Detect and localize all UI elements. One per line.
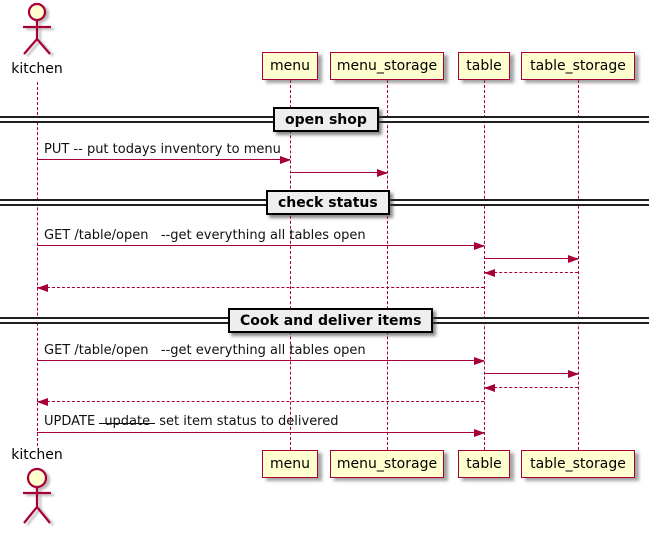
lifeline-kitchen [37, 82, 38, 446]
update-label-strikethrough: update [99, 415, 155, 429]
message-arrow-table-to-table-storage-1 [484, 258, 578, 259]
message-arrow-kitchen-to-table-1 [37, 245, 484, 246]
arrowhead-right-icon [474, 242, 485, 250]
message-arrow-kitchen-to-menu [37, 159, 290, 160]
message-arrow-table-to-table-storage-2 [484, 373, 578, 374]
actor-figure-bottom-icon [23, 467, 51, 524]
message-label-update-status: UPDATE update set item status to deliver… [44, 415, 339, 429]
message-arrow-kitchen-to-table-2 [37, 360, 484, 361]
divider-check-status: check status [266, 190, 390, 215]
divider-open-shop: open shop [273, 107, 379, 132]
message-label-get-tables-open-2: GET /table/open --get everything all tab… [44, 343, 366, 358]
return-arrow-table-storage-to-table-1 [484, 272, 578, 273]
participant-table-storage-bottom: table_storage [521, 450, 635, 478]
actor-label-kitchen-top: kitchen [11, 61, 63, 77]
arrowhead-left-icon [484, 384, 495, 392]
return-arrow-table-storage-to-table-2 [484, 387, 578, 388]
message-arrow-menu-to-menu-storage [290, 172, 387, 173]
arrowhead-left-icon [484, 269, 495, 277]
arrowhead-right-icon [568, 370, 579, 378]
return-arrow-table-to-kitchen-1 [37, 287, 484, 288]
participant-menu-storage-top: menu_storage [330, 52, 444, 80]
actor-figure-top-icon [23, 2, 51, 55]
message-arrow-update-kitchen-to-table [37, 432, 484, 433]
actor-label-kitchen-bottom: kitchen [11, 447, 63, 463]
lifeline-menu-storage [387, 80, 388, 450]
arrowhead-right-icon [474, 357, 485, 365]
update-label-suffix: set item status to delivered [155, 414, 339, 429]
participant-table-storage-top: table_storage [521, 52, 635, 80]
participant-menu-top: menu [262, 52, 318, 80]
arrowhead-right-icon [280, 156, 291, 164]
arrowhead-right-icon [474, 429, 485, 437]
participant-table-top: table [458, 52, 510, 80]
arrowhead-right-icon [568, 255, 579, 263]
lifeline-table [484, 80, 485, 450]
lifeline-table-storage [578, 80, 579, 450]
arrowhead-left-icon [37, 284, 48, 292]
lifeline-menu [290, 80, 291, 450]
participant-menu-bottom: menu [262, 450, 318, 478]
message-label-get-tables-open-1: GET /table/open --get everything all tab… [44, 228, 366, 243]
participant-menu-storage-bottom: menu_storage [330, 450, 444, 478]
update-label-prefix: UPDATE [44, 414, 100, 429]
message-label-put-inventory: PUT -- put todays inventory to menu [44, 142, 281, 157]
arrowhead-left-icon [37, 398, 48, 406]
return-arrow-table-to-kitchen-2 [37, 401, 484, 402]
divider-cook-and-deliver-items: Cook and deliver items [228, 308, 434, 333]
arrowhead-right-icon [377, 169, 388, 177]
participant-table-bottom: table [458, 450, 510, 478]
